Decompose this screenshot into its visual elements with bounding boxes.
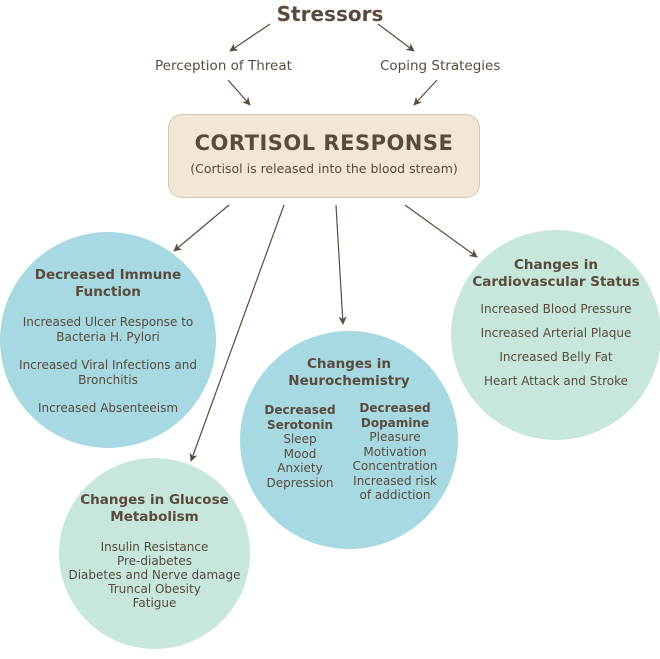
serotonin-item: Sleep [283,432,317,446]
cortisol-response-box: CORTISOL RESPONSE (Cortisol is released … [168,114,480,198]
serotonin-heading-line-1: Decreased [264,403,336,417]
cardio-title-line-2: Cardiovascular Status [472,274,640,290]
dopamine-heading-line-1: Decreased [359,401,431,415]
arrow-perception-to-cortisol [227,79,251,106]
neuro-title-line-2: Neurochemistry [288,373,410,389]
arrow-cortisol-to-immune [173,204,230,252]
arrow-cortisol-to-neuro [335,204,347,325]
immune-item: Increased Absenteeism [37,401,179,415]
immune-function-circle: Decreased Immune Function Increased Ulce… [0,232,216,448]
glucose-item: Insulin Resistance [100,540,209,554]
cardio-item: Increased Blood Pressure [480,302,632,316]
dopamine-item: of addiction [359,488,431,502]
cardio-item: Heart Attack and Stroke [484,374,628,388]
immune-title-line-2: Function [75,284,141,300]
arrow-cortisol-to-glucose [189,204,285,462]
arrow-stressors-to-perception [229,23,271,52]
neurochemistry-circle: Changes in Neurochemistry Decreased Sero… [240,331,458,549]
arrow-stressors-to-coping [377,23,415,52]
glucose-item: Truncal Obesity [108,582,201,596]
perception-of-threat-label: Perception of Threat [155,58,292,74]
dopamine-item: Concentration [352,459,438,473]
glucose-title-line-1: Changes in Glucose [80,492,229,508]
arrow-cortisol-to-cardio [404,204,478,258]
serotonin-item: Mood [283,446,317,461]
neuro-title-line-1: Changes in [306,356,392,372]
serotonin-item: Depression [266,475,334,490]
serotonin-item: Anxiety [277,461,323,475]
serotonin-column: Decreased Serotonin Sleep Mood Anxiety D… [260,403,340,490]
immune-title-line-1: Decreased Immune [34,267,182,283]
glucose-title-line-2: Metabolism [110,509,199,525]
dopamine-column: Decreased Dopamine Pleasure Motivation C… [350,401,440,503]
glucose-metabolism-circle: Changes in Glucose Metabolism Insulin Re… [59,458,250,649]
glucose-item: Pre-diabetes [116,554,193,568]
immune-item: Bronchitis [78,373,138,387]
arrow-coping-to-cortisol [413,79,438,106]
cardiovascular-status-circle: Changes in Cardiovascular Status Increas… [451,230,660,440]
cortisol-response-title: CORTISOL RESPONSE [194,131,454,155]
immune-item: Increased Ulcer Response to [22,315,194,329]
cardio-title-line-1: Changes in [513,257,599,273]
cortisol-response-subtitle: (Cortisol is released into the blood str… [190,161,458,176]
dopamine-item: Motivation [363,444,427,459]
immune-item: Bacteria H. Pylori [56,330,160,344]
immune-item: Increased Viral Infections and [19,358,197,372]
dopamine-item: Pleasure [369,430,421,444]
glucose-item: Fatigue [132,596,177,610]
cardio-item: Increased Arterial Plaque [480,326,632,340]
dopamine-heading-line-2: Dopamine [360,415,430,430]
stressors-title: Stressors [276,2,384,26]
dopamine-item: Increased risk [353,473,437,488]
serotonin-heading-line-2: Serotonin [266,417,334,432]
coping-strategies-label: Coping Strategies [380,58,501,74]
glucose-item: Diabetes and Nerve damage [68,568,241,582]
cardio-item: Increased Belly Fat [499,350,613,364]
